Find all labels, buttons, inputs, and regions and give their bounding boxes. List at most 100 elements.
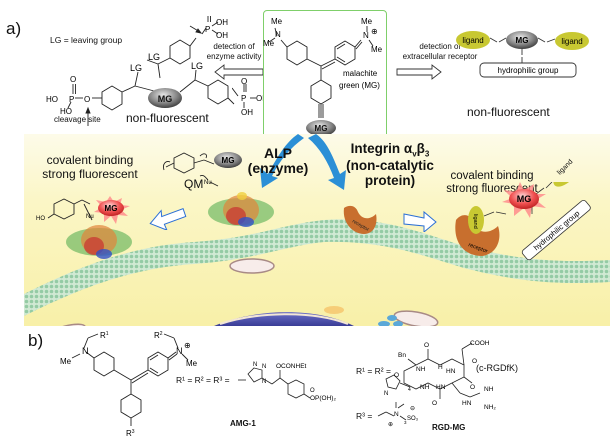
curved-arrow-integrin [308, 134, 346, 190]
bound-probe-left: MG HO Nu [36, 196, 130, 224]
sub4-label: 4 [408, 387, 411, 393]
hydrophilic-group-box [479, 62, 577, 78]
malachite-label: malachite [343, 69, 378, 78]
integrin-label: Integrin αvβ3 (non-catalytic protein) [340, 141, 440, 189]
o-label-3: O [394, 372, 399, 379]
vesicle-1 [324, 306, 344, 314]
scaffold-n-left: N [82, 346, 89, 356]
hn-label-1: HN [446, 368, 456, 375]
receptor-probe-structure: ligand ligand MG hydrophilic group [456, 31, 589, 78]
quinone-methide-structure: MG Nu [163, 152, 242, 187]
nu-bound-label: Nu [86, 214, 94, 220]
rgd-peptide-structure: COOH Bn O NH H HN O O NH HN O O 4 N NH H… [384, 340, 496, 411]
enzyme-probe-structure: MG LG LG LG HO P O O HO OH OH P [46, 16, 235, 126]
ligand-left-shape [456, 31, 490, 49]
phosphate-oxo: O [310, 388, 315, 394]
positive-charge: ⊕ [371, 27, 378, 36]
ligand-bound-shape [468, 206, 484, 234]
n-left: N [275, 30, 281, 39]
hydrophilic-group-label: hydrophilic group [498, 66, 559, 75]
sulfobetaine-plus: ⊕ [388, 422, 393, 428]
mitochondrion-1 [229, 258, 275, 274]
right-phosphate-structure: O P OH OH [232, 78, 266, 117]
benzene-ring-top [169, 39, 191, 65]
cleavage-site-label: cleavage site [54, 115, 101, 124]
enzyme-detection-line1: detection of [213, 42, 255, 51]
rgd-triazole-n: N [384, 391, 388, 397]
lg-label-1: LG [130, 63, 142, 73]
integrin-sub-v: v [412, 149, 417, 159]
mitochondrion-3 [45, 323, 87, 326]
lg-label-3: LG [191, 61, 203, 71]
alp-label: ALP (enzyme) [246, 145, 310, 177]
blue-hollow-arrow-right [403, 210, 437, 232]
enzyme-detection-label: detection of enzyme activity [204, 42, 264, 61]
me-top-right: Me [361, 17, 373, 26]
svg-text:P: P [241, 94, 246, 103]
mg-core-ellipse [148, 88, 182, 108]
top-phosphate-oh2: OH [216, 31, 228, 40]
scaffold-n-right: N [176, 346, 183, 356]
mg-core-label: MG [158, 94, 173, 104]
hollow-arrow-left [214, 64, 264, 80]
peptide-name: (c-RGDfK) [476, 363, 518, 373]
leaving-group-definition: LG = leaving group [50, 35, 123, 45]
svg-text:OH: OH [256, 94, 266, 103]
top-phosphate-p: P [205, 25, 210, 34]
cell-membrane [24, 219, 610, 316]
ligand-right-label: ligand [561, 37, 582, 46]
phosphate-p-label: P [69, 95, 74, 104]
left-result-line2: strong fluorescent [42, 166, 138, 181]
integrin-line3: protein) [364, 173, 416, 189]
sulfonate-label: SO₃ [407, 416, 419, 422]
scaffold-me-left: Me [60, 357, 72, 366]
receptor-detection-line1: detection of [419, 42, 461, 51]
bound-probe-right: ligand receptor MG hydrophilic group [455, 182, 591, 261]
sulfobetaine-structure: N ⊕ SO₃ ⊖ 3 [377, 402, 419, 428]
sub3-label: 3 [404, 420, 407, 425]
triazole-n1: N [253, 362, 257, 368]
hollow-arrow-right [396, 64, 442, 80]
golgi-apparatus [378, 315, 403, 326]
curved-arrow-alp [260, 134, 304, 188]
right-probe-mg: MG [516, 36, 529, 45]
rgd-equation-r12: R¹ = R² = [356, 366, 391, 376]
o-label-4: O [470, 384, 475, 391]
rgd-equation-r3: R³ = [356, 411, 373, 421]
amg-equation: R¹ = R² = R³ = [176, 375, 230, 385]
panel-b-label: b) [28, 331, 44, 350]
ho-label: HO [36, 216, 45, 222]
curved-arrows [260, 134, 346, 190]
receptor-bound-shape [455, 215, 500, 256]
bn-label: Bn [398, 352, 406, 359]
amg-substituent-structure: N N N OCONHEt OP(OH)₂ O [238, 362, 336, 402]
n-right: N [363, 31, 369, 40]
hydrophilic-bound-box [521, 199, 591, 261]
qm-label: QM [184, 177, 204, 191]
nu-label: Nu [204, 180, 212, 186]
fluorescent-mg-left: MG [105, 204, 118, 213]
scaffold-charge: ⊕ [184, 341, 191, 350]
mg-scaffold-structure: N Me R1 R2 N ⊕ Me R3 [60, 331, 198, 438]
ligand-right-shape [555, 32, 589, 50]
panel-a-label: a) [6, 19, 22, 38]
svg-text:OH: OH [241, 108, 253, 117]
alp-line2: (enzyme) [247, 160, 309, 177]
o-label-2: O [472, 358, 477, 365]
benzene-ring-left [101, 85, 123, 111]
r3-label: R3 [126, 429, 135, 438]
nh-label-1: NH [416, 366, 426, 373]
fluorescent-mg-right: MG [517, 194, 532, 204]
me-right: Me [371, 45, 383, 54]
cooh-label: COOH [470, 340, 490, 347]
right-result-line1: covalent binding [450, 170, 534, 182]
enzyme-detection-line2: enzyme activity [206, 51, 262, 61]
phosphate-ho2-label: HO [60, 107, 72, 116]
blue-hollow-arrow-left [149, 207, 187, 230]
r1-label: R1 [100, 331, 109, 340]
nh2-label: NH₂ [484, 404, 496, 411]
integrin-line2: (non-catalytic [346, 158, 434, 174]
integrin-sub-3: 3 [424, 149, 430, 159]
h-label: H [438, 364, 443, 371]
amg-1-name: AMG-1 [230, 419, 256, 428]
